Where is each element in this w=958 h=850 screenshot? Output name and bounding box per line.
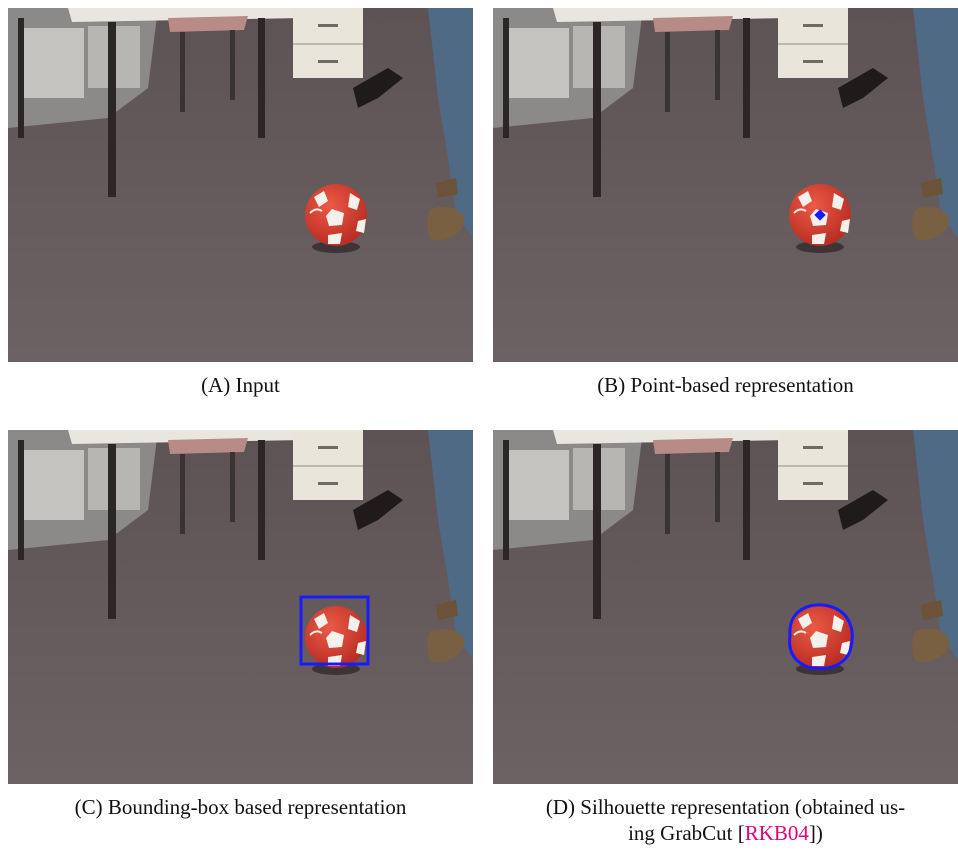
scene-image-silhouette: [493, 430, 958, 784]
scene-image-point: [493, 8, 958, 362]
caption-point: (B) Point-based representation: [597, 373, 854, 397]
panel-bbox: (C) Bounding-box based representation: [8, 430, 473, 819]
point-marker: [814, 209, 826, 221]
silhouette-contour: [788, 603, 854, 670]
scene-image-input: [8, 8, 473, 362]
panel-input: (A) Input: [8, 8, 473, 397]
caption-bbox: (C) Bounding-box based representation: [74, 795, 407, 819]
bounding-box: [299, 595, 370, 666]
panel-silhouette: (D) Silhouette representation (obtained …: [493, 430, 958, 845]
panel-point: (B) Point-based representation: [493, 8, 958, 397]
citation-link[interactable]: RKB04: [744, 821, 809, 845]
caption-input: (A) Input: [201, 373, 280, 397]
scene-image-bbox: [8, 430, 473, 784]
soccer-ball: [789, 606, 851, 668]
soccer-ball: [305, 184, 367, 246]
soccer-ball: [305, 606, 367, 668]
caption-silhouette: (D) Silhouette representation (obtained …: [545, 795, 906, 845]
